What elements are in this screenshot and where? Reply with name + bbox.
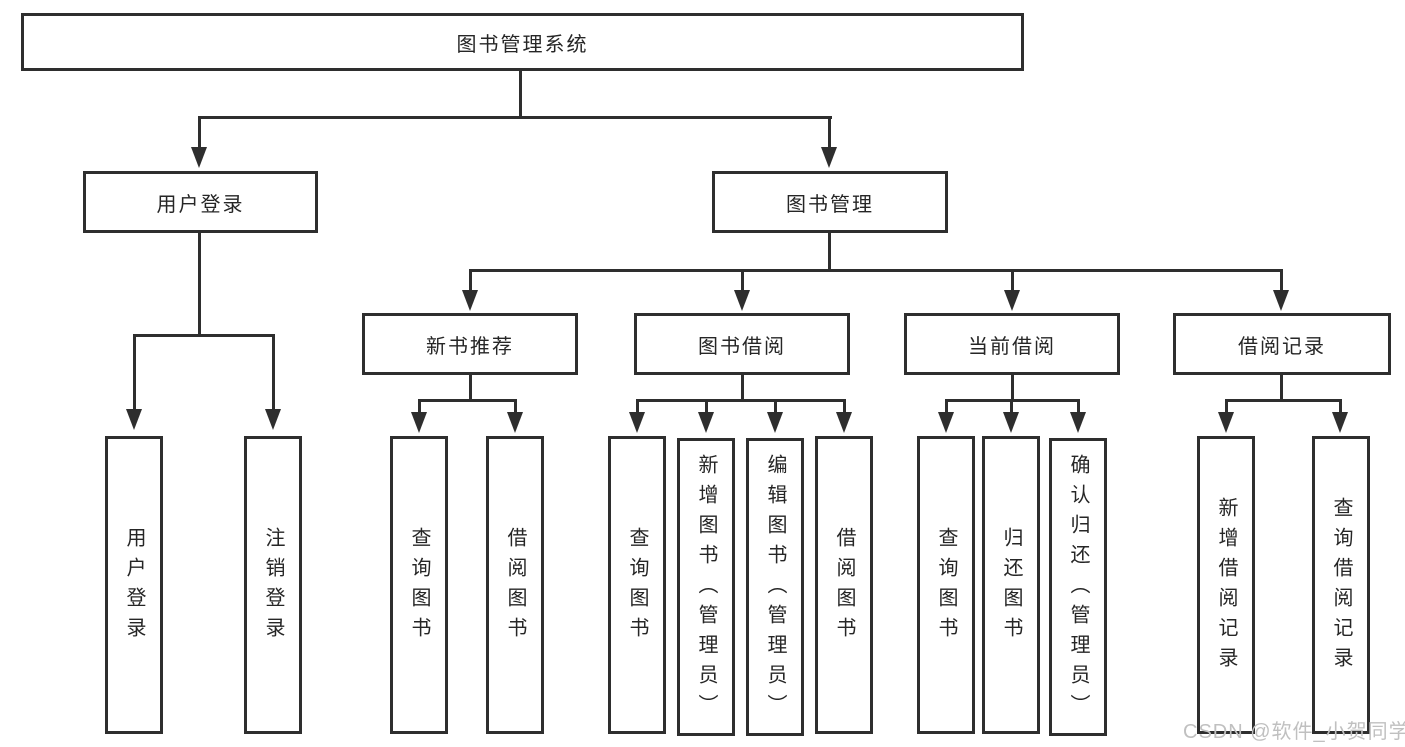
connector-vline [469, 374, 472, 401]
leaf-query-borrow-record: 查询借阅记录 [1312, 436, 1370, 734]
node-new-book-recommendation: 新书推荐 [362, 313, 578, 375]
leaf-borrow-books-borrowing: 借阅图书 [815, 436, 873, 734]
leaf-confirm-return-admin: 确认归还（管理员） [1049, 438, 1107, 736]
leaf-edit-books-admin: 编辑图书（管理员） [746, 438, 804, 736]
connector-vline [741, 269, 744, 291]
connector-vline [1280, 374, 1283, 401]
connector-hline [1225, 399, 1342, 402]
arrow-down [1003, 412, 1019, 433]
arrow-down [767, 412, 783, 433]
connector-vline [741, 374, 744, 401]
connector-vline [198, 232, 201, 336]
connector-vline [945, 399, 948, 413]
leaf-add-books-admin: 新增图书（管理员） [677, 438, 735, 736]
connector-vline [1011, 374, 1014, 401]
arrow-down [836, 412, 852, 433]
connector-vline [828, 232, 831, 272]
arrow-down [629, 412, 645, 433]
node-current-borrowing: 当前借阅 [904, 313, 1120, 375]
connector-vline [272, 334, 275, 410]
connector-vline [1077, 399, 1080, 413]
node-borrowing-records: 借阅记录 [1173, 313, 1391, 375]
connector-hline [133, 334, 275, 337]
node-user-login: 用户登录 [83, 171, 318, 233]
connector-vline [705, 399, 708, 413]
leaf-query-books-recommend: 查询图书 [390, 436, 448, 734]
connector-vline [1280, 269, 1283, 291]
connector-hline [418, 399, 517, 402]
connector-vline [198, 116, 201, 148]
connector-vline [418, 399, 421, 413]
arrow-down [462, 290, 478, 311]
arrow-down [938, 412, 954, 433]
connector-vline [1010, 399, 1013, 413]
connector-vline [1011, 269, 1014, 291]
arrow-down [1273, 290, 1289, 311]
arrow-down [1332, 412, 1348, 433]
leaf-logout: 注销登录 [244, 436, 302, 734]
arrow-down [191, 147, 207, 168]
leaf-borrow-books-recommend: 借阅图书 [486, 436, 544, 734]
connector-vline [843, 399, 846, 413]
arrow-down [734, 290, 750, 311]
arrow-down [265, 409, 281, 430]
connector-vline [774, 399, 777, 413]
leaf-return-books: 归还图书 [982, 436, 1040, 734]
connector-vline [1225, 399, 1228, 413]
node-library-management-system: 图书管理系统 [21, 13, 1024, 71]
arrow-down [411, 412, 427, 433]
arrow-down [1218, 412, 1234, 433]
leaf-user-login: 用户登录 [105, 436, 163, 734]
connector-vline [514, 399, 517, 413]
leaf-query-books-current: 查询图书 [917, 436, 975, 734]
connector-vline [133, 334, 136, 410]
connector-vline [636, 399, 639, 413]
arrow-down [1004, 290, 1020, 311]
leaf-query-books-borrowing: 查询图书 [608, 436, 666, 734]
connector-hline [469, 269, 1283, 272]
arrow-down [1070, 412, 1086, 433]
connector-hline [198, 116, 832, 119]
arrow-down [507, 412, 523, 433]
arrow-down [821, 147, 837, 168]
arrow-down [126, 409, 142, 430]
connector-vline [1339, 399, 1342, 413]
connector-vline [519, 70, 522, 118]
connector-vline [828, 116, 831, 148]
leaf-add-borrow-record: 新增借阅记录 [1197, 436, 1255, 734]
node-book-management: 图书管理 [712, 171, 948, 233]
arrow-down [698, 412, 714, 433]
watermark: CSDN @软件_小贺同学 [1183, 721, 1405, 743]
connector-hline [636, 399, 846, 402]
node-book-borrowing: 图书借阅 [634, 313, 850, 375]
connector-vline [469, 269, 472, 291]
